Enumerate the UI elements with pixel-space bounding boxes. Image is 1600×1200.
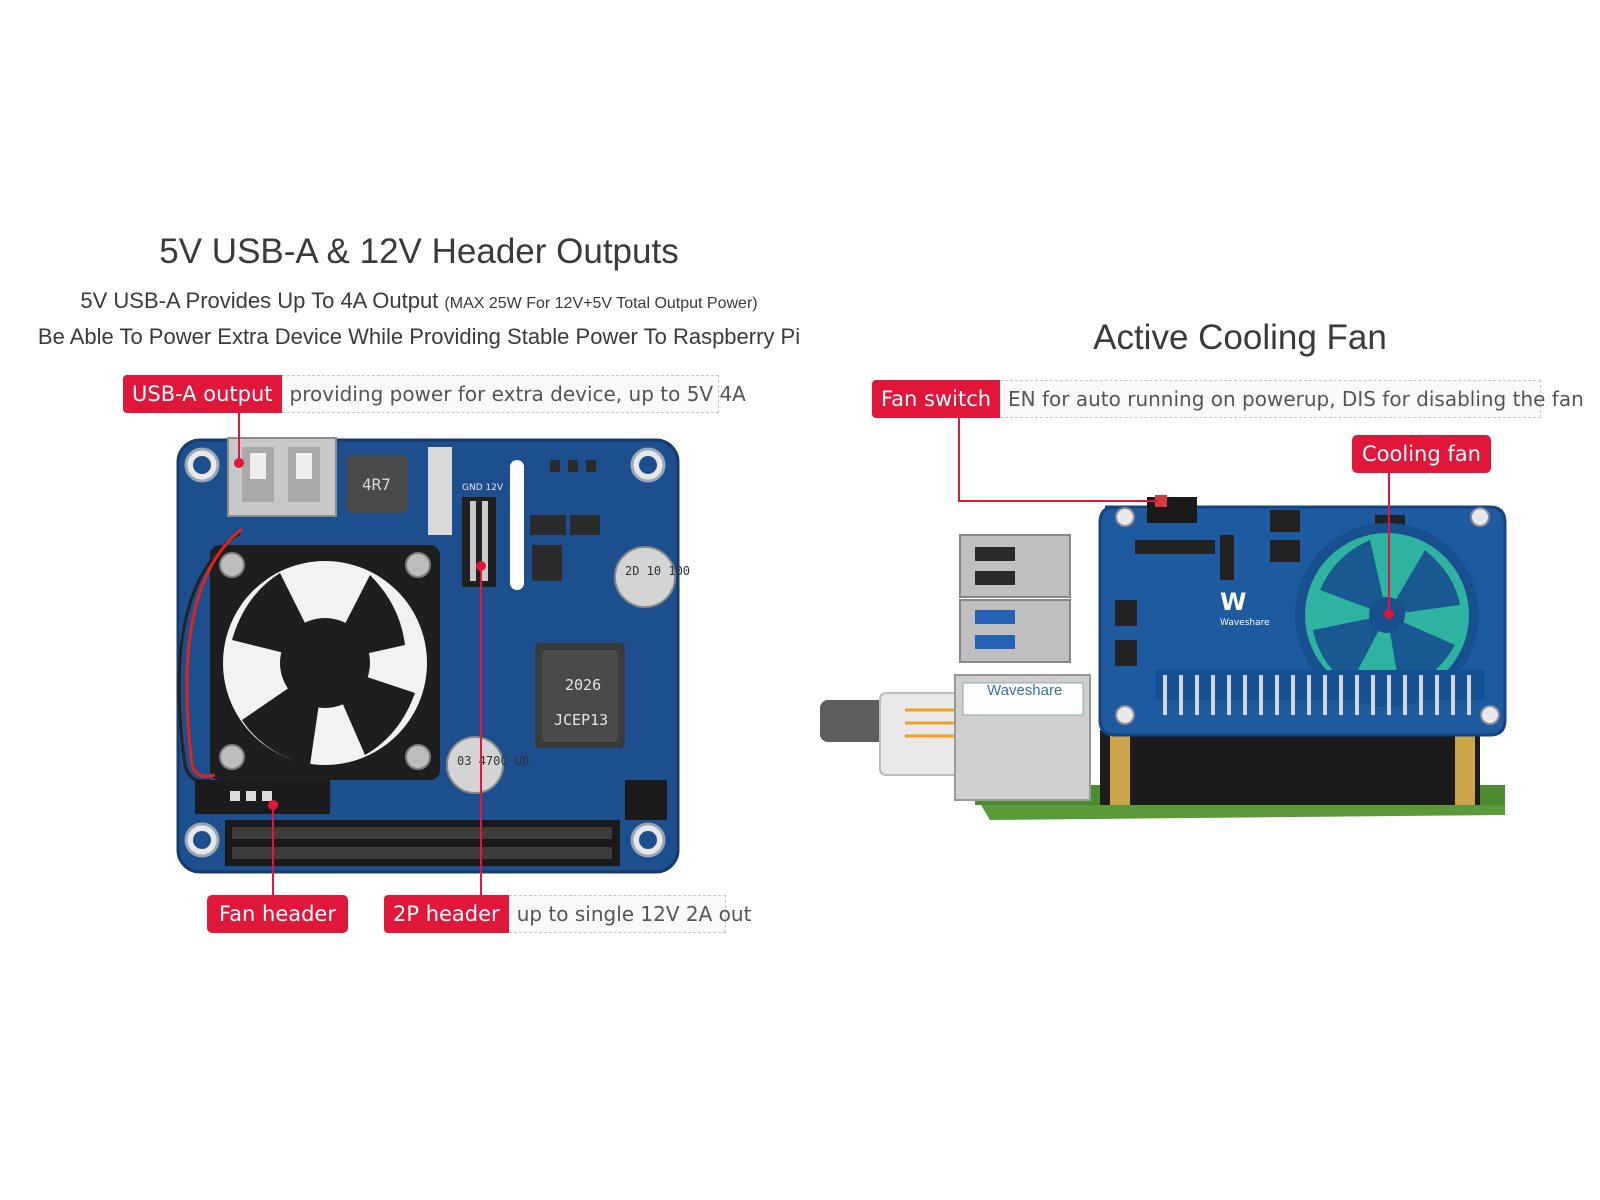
usb-a-port bbox=[227, 437, 337, 517]
fan-switch-leader-h bbox=[958, 500, 1158, 502]
fan-header-leader-dot bbox=[268, 800, 278, 810]
gpio-header bbox=[225, 820, 620, 866]
two-pin-header-callout: 2P header up to single 12V 2A out bbox=[384, 895, 751, 933]
transformer-label-top: 2026 bbox=[565, 676, 601, 694]
left-board-illustration: 4R7 GND 12V 2D 10 100c 2026 JCEP13 03 47… bbox=[176, 437, 690, 874]
two-pin-header-desc: up to single 12V 2A out bbox=[508, 895, 751, 933]
mounting-holes bbox=[184, 447, 666, 858]
capacitor-1-label: 2D 10 100c bbox=[625, 564, 690, 578]
usb-a-leader bbox=[238, 413, 240, 461]
svg-text:W: W bbox=[1220, 588, 1246, 616]
transformer: 2026 JCEP13 bbox=[535, 643, 625, 748]
left-subtitle-main: 5V USB-A Provides Up To 4A Output bbox=[80, 288, 439, 313]
two-pin-leader bbox=[480, 566, 482, 895]
brand-logo: Waveshare bbox=[1220, 618, 1270, 628]
fan-header-callout: Fan header bbox=[207, 895, 348, 933]
two-pin-leader-dot bbox=[476, 561, 486, 571]
left-subtitle-line1: 5V USB-A Provides Up To 4A Output (MAX 2… bbox=[0, 288, 838, 314]
fan-assembly bbox=[210, 545, 440, 780]
fan-switch-desc: EN for auto running on powerup, DIS for … bbox=[1000, 380, 1584, 418]
fan-switch-leader-v bbox=[958, 418, 960, 501]
fan-switch-tag: Fan switch bbox=[872, 380, 1001, 418]
ethernet-jack-label: Waveshare bbox=[987, 682, 1062, 699]
two-pin-header bbox=[462, 497, 496, 587]
usb-a-output-callout: USB-A output providing power for extra d… bbox=[123, 375, 746, 413]
cooling-fan-leader bbox=[1388, 473, 1390, 613]
right-title: Active Cooling Fan bbox=[1093, 318, 1387, 357]
cooling-fan-callout: Cooling fan bbox=[1352, 435, 1491, 473]
right-board-illustration: Waveshare W Waveshare bbox=[820, 495, 1507, 820]
capacitor-2-label: 03 470C UD bbox=[457, 754, 529, 768]
fan-header-leader bbox=[272, 805, 274, 895]
fan-header-tag: Fan header bbox=[207, 895, 348, 933]
cooling-fan-leader-dot bbox=[1384, 609, 1394, 619]
gnd-12v-label: GND 12V bbox=[462, 483, 504, 493]
left-subtitle-line2: Be Able To Power Extra Device While Prov… bbox=[37, 324, 801, 349]
left-title: 5V USB-A & 12V Header Outputs bbox=[159, 232, 679, 271]
usb-a-output-tag: USB-A output bbox=[123, 375, 282, 413]
fan-switch-callout: Fan switch EN for auto running on poweru… bbox=[872, 380, 1584, 418]
left-subtitle-note: (MAX 25W For 12V+5V Total Output Power) bbox=[444, 295, 758, 312]
usb-a-leader-dot bbox=[234, 458, 244, 468]
cooling-fan-tag: Cooling fan bbox=[1352, 435, 1491, 473]
transformer-label-bottom: JCEP13 bbox=[554, 711, 608, 729]
inductor-label: 4R7 bbox=[362, 475, 391, 494]
two-pin-header-tag: 2P header bbox=[384, 895, 509, 933]
usb-a-output-desc: providing power for extra device, up to … bbox=[281, 375, 746, 413]
